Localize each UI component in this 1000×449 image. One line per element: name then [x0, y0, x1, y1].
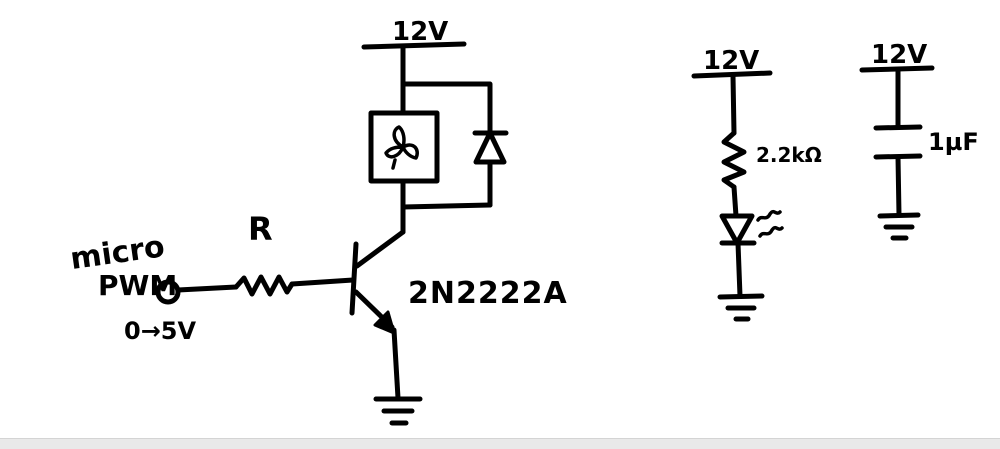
- led-resistor-label: 2.2kΩ: [756, 143, 822, 167]
- ground-symbol-main: [373, 396, 423, 426]
- ground-symbol-cap: [877, 212, 921, 241]
- capacitor-top-plate: [873, 124, 923, 131]
- input-terminal: [155, 279, 181, 305]
- npn-transistor: [349, 229, 406, 401]
- supply-label-led: 12V: [703, 46, 759, 76]
- base-wire: [289, 277, 356, 287]
- bottom-scroll-strip: [0, 438, 1000, 449]
- diode-bottom-wire: [400, 202, 493, 210]
- transistor-label: 2N2222A: [408, 276, 568, 311]
- input-range-label: 0→5V: [124, 317, 197, 345]
- input-wire: [175, 284, 239, 293]
- capacitor-label: 1µF: [928, 128, 979, 156]
- emitter-arrow: [373, 310, 396, 335]
- fan-icon: [384, 125, 419, 170]
- led-resistor: [721, 130, 747, 190]
- resistor-label: R: [248, 210, 273, 248]
- supply-label-cap: 12V: [871, 40, 927, 70]
- supply-label-main: 12V: [392, 17, 448, 47]
- led-indicator-circuit: 12V 2.2kΩ: [691, 46, 822, 322]
- supply-rail-main: [361, 41, 467, 50]
- diode-top-wire: [400, 81, 493, 136]
- decoupling-capacitor-circuit: 12V 1µF: [859, 40, 979, 241]
- led-symbol: [719, 209, 784, 246]
- flyback-diode: [472, 130, 509, 208]
- ground-symbol-led: [717, 293, 765, 322]
- base-resistor: [233, 274, 295, 297]
- motor-driver-circuit: 12V 2N2222A: [68, 17, 568, 426]
- input-label-pwm: PWM: [98, 269, 177, 302]
